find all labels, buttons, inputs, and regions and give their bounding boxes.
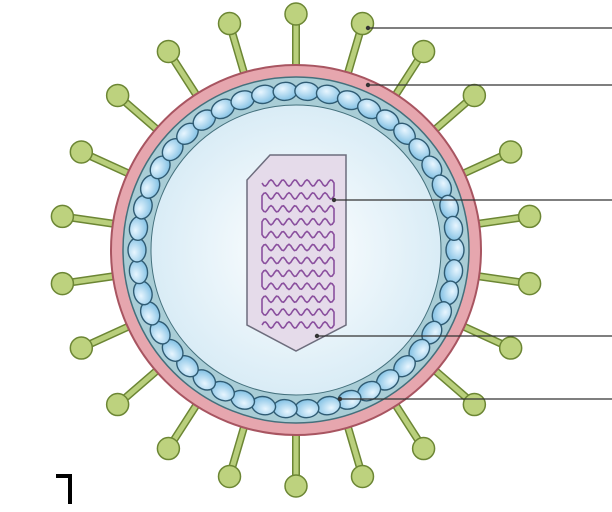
spike-head: [462, 392, 487, 417]
spike-stalk: [87, 322, 135, 347]
spike-head: [411, 39, 436, 64]
spike-head: [411, 436, 436, 461]
spike-stalk: [344, 30, 363, 80]
spike-head: [517, 271, 542, 296]
spike: [69, 320, 137, 360]
spike-head: [69, 140, 94, 164]
spike-head: [217, 464, 242, 489]
spike-head: [517, 204, 542, 229]
spike: [284, 2, 308, 74]
spike-glycoproteins: [50, 2, 542, 498]
spike: [342, 418, 375, 489]
genome-strand: [261, 178, 335, 330]
spike-head: [50, 204, 75, 229]
spike-stalk: [457, 153, 505, 178]
spike-head: [284, 2, 308, 26]
spike-stalk: [122, 365, 163, 401]
spike-stalk: [69, 215, 121, 227]
label-leader-lines: [314, 25, 612, 402]
spike: [470, 204, 542, 229]
spike: [50, 271, 122, 296]
spike-stalk: [344, 420, 363, 470]
capsomere: [127, 237, 147, 263]
spike-stalk: [471, 215, 523, 227]
spike-stalk: [229, 420, 248, 470]
spike-stalk: [122, 99, 163, 135]
capsomere-ring: [127, 81, 465, 419]
spike: [428, 83, 487, 137]
spike-head: [284, 474, 308, 498]
spike-head: [69, 336, 94, 360]
spike: [156, 397, 203, 461]
spike-stalk: [429, 365, 470, 401]
spike-stalk: [390, 398, 421, 443]
spike-head: [217, 11, 242, 36]
spike-head: [462, 83, 487, 108]
spike: [389, 39, 436, 103]
spike-stalk: [171, 398, 202, 443]
spike-stalk: [390, 57, 421, 102]
spike: [428, 363, 487, 417]
spike: [389, 397, 436, 461]
spike: [105, 363, 164, 417]
spike-head: [498, 140, 523, 164]
spike-head: [105, 83, 130, 108]
leader-dot-core: [314, 333, 320, 339]
spike: [105, 83, 164, 137]
spike: [470, 271, 542, 296]
capsomere: [445, 237, 465, 263]
spike: [69, 140, 137, 180]
spike-head: [350, 464, 375, 489]
spike-stalk: [171, 57, 202, 102]
spike: [156, 39, 203, 103]
spike: [217, 11, 250, 82]
spike-stalk: [471, 273, 523, 285]
leader-dot-genome: [331, 197, 337, 203]
spike-stalk: [69, 273, 121, 285]
spike-head: [156, 436, 181, 461]
spike-head: [105, 392, 130, 417]
spike: [455, 320, 523, 360]
spike-head: [350, 11, 375, 36]
spike-head: [498, 336, 523, 360]
spike: [50, 204, 122, 229]
spike-stalk: [457, 322, 505, 347]
spike-head: [156, 39, 181, 64]
spike: [284, 426, 308, 498]
spike: [217, 418, 250, 489]
spike-stalk: [87, 153, 135, 178]
spike: [342, 11, 375, 82]
leader-dot-spike: [365, 25, 371, 31]
capsomere: [443, 215, 464, 242]
corner-bracket-mark: [56, 474, 72, 504]
spike-head: [50, 271, 75, 296]
leader-dot-envelope: [365, 82, 371, 88]
leader-dot-capsomere: [337, 396, 343, 402]
spike-stalk: [429, 99, 470, 135]
spike: [455, 140, 523, 180]
spike-stalk: [229, 30, 248, 80]
